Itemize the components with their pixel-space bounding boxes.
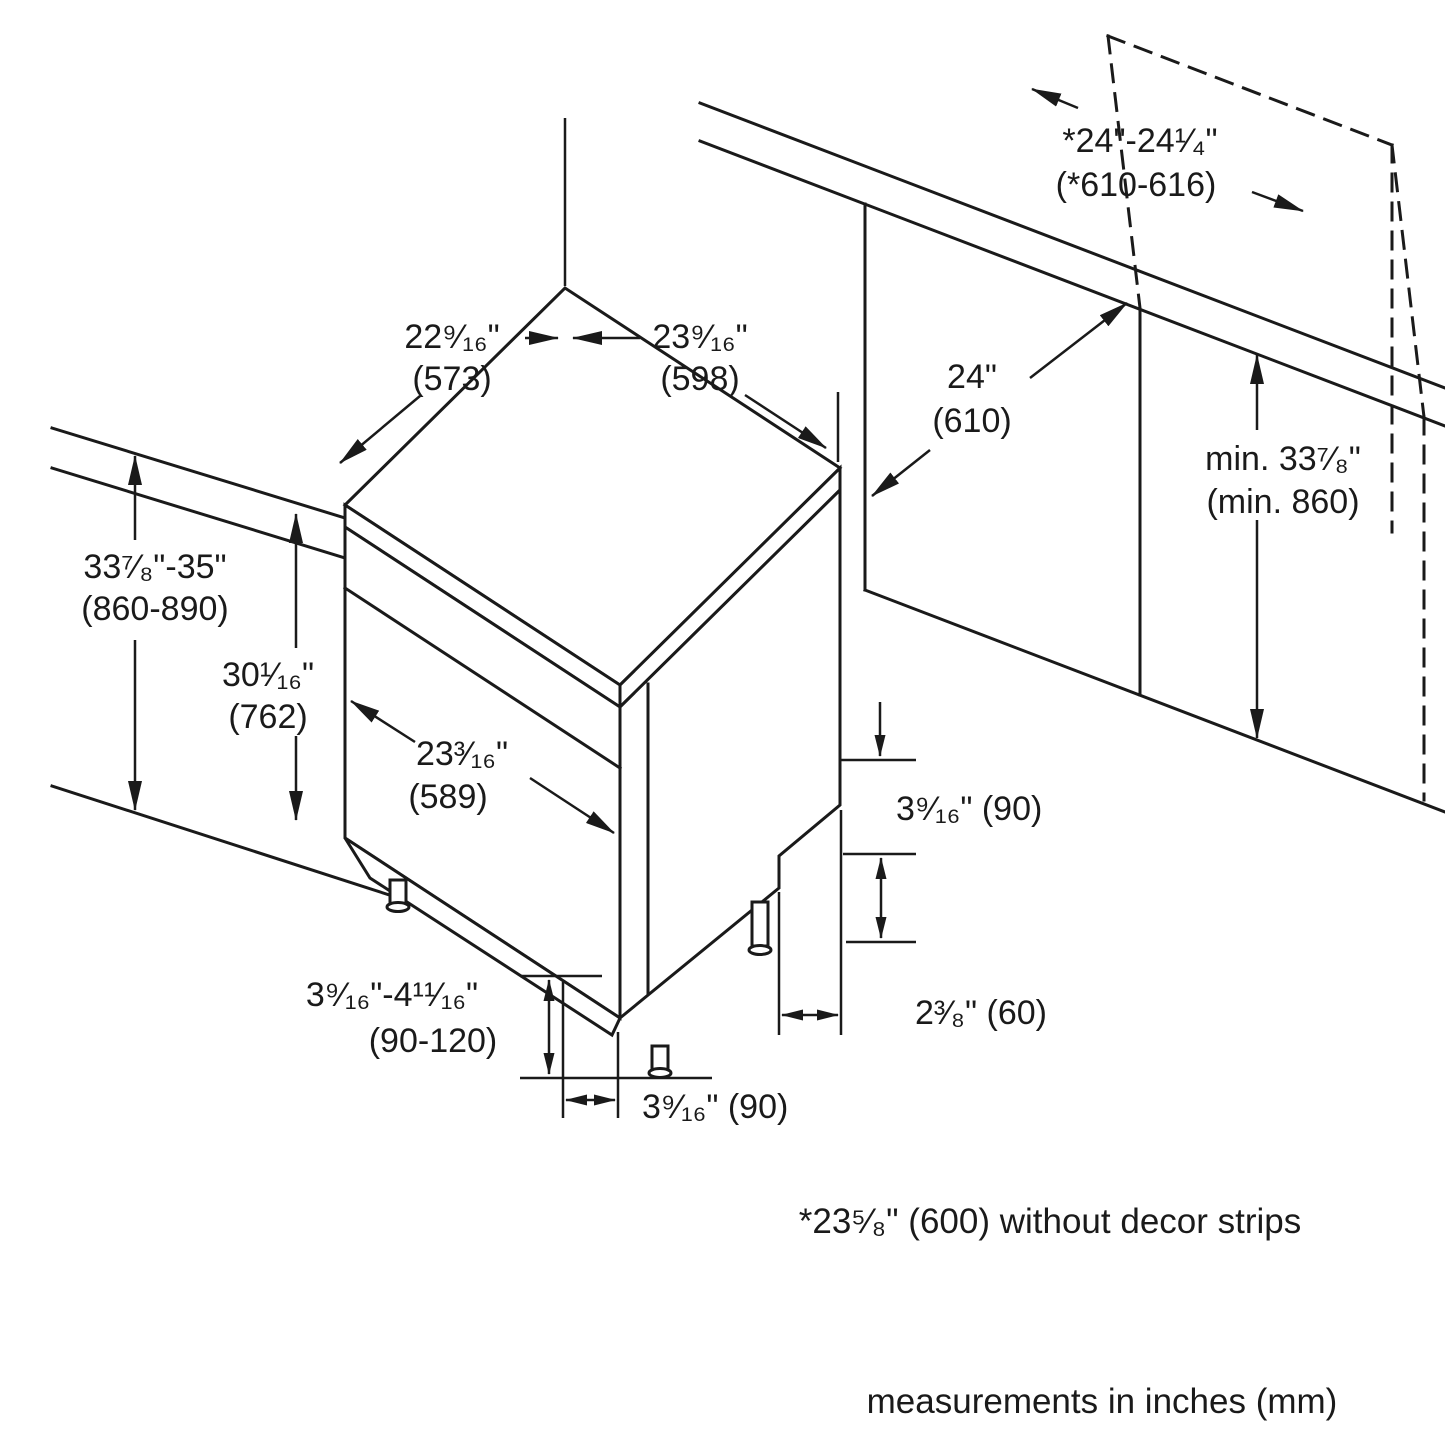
rear-foot (747, 900, 773, 956)
floor-line-left (50, 784, 410, 903)
note-units: measurements in inches (mm) (867, 1382, 1338, 1421)
front-right-foot (647, 1044, 673, 1079)
label-overall-height-mm: (860-890) (81, 590, 228, 628)
dimension-lines (128, 87, 1304, 1118)
label-rear-base-height: 3⁹⁄₁₆" (90) (896, 790, 1042, 828)
dimension-labels: 22⁹⁄₁₆" (573) 23⁹⁄₁₆" (598) *24"-24¹⁄₄" … (81, 122, 1361, 1126)
foot-stem (388, 878, 408, 906)
counter-top-edge-left (50, 426, 347, 520)
label-top-depth-in: 22⁹⁄₁₆" (404, 318, 499, 356)
note-decor-strips: *23⁵⁄₈" (600) without decor strips (799, 1202, 1302, 1241)
dim-door-width-arrow-downright (529, 776, 615, 835)
label-leg-height-in: 3⁹⁄₁₆"-4¹¹⁄₁₆" (306, 976, 478, 1014)
label-niche-height-mm: (min. 860) (1206, 483, 1359, 521)
countertop-and-floor (50, 101, 1445, 903)
foot-base (647, 1067, 673, 1079)
floor-line-right (863, 588, 1445, 814)
label-rear-base-recess: 2³⁄₈" (60) (915, 994, 1047, 1032)
counter-bottom-edge-left (50, 466, 347, 560)
label-niche-width-in: *24"-24¹⁄₄" (1062, 122, 1217, 160)
counter-bottom-edge-right (698, 139, 1445, 428)
dim-top-width-arrow-downright (744, 393, 827, 450)
niche-back-top-hidden-edge (1106, 34, 1394, 147)
dim-top-depth-arrow-downleft (339, 395, 421, 464)
dim-niche-depth-arrow-upright (1029, 302, 1128, 379)
dim-niche-width-arrow-downright (1251, 190, 1304, 213)
label-top-depth-mm: (573) (412, 360, 491, 398)
label-leg-height-mm: (90-120) (369, 1022, 498, 1060)
label-overall-height-in: 33⁷⁄₈"-35" (83, 548, 226, 586)
foot-base (385, 901, 411, 913)
label-niche-width-mm: (*610-616) (1056, 166, 1217, 204)
foot-base (747, 944, 773, 956)
label-front-foot-inset: 3⁹⁄₁₆" (90) (642, 1088, 788, 1126)
label-top-width-in: 23⁹⁄₁₆" (652, 318, 747, 356)
label-door-width-in: 23³⁄₁₆" (416, 735, 508, 773)
label-niche-height-in: min. 33⁷⁄₈" (1205, 440, 1361, 478)
front-left-foot (385, 878, 411, 913)
dim-niche-depth-arrow-downleft (871, 449, 931, 497)
label-niche-depth-mm: (610) (932, 402, 1011, 440)
control-panel-line (342, 585, 623, 771)
notes: *23⁵⁄₈" (600) without decor strips measu… (799, 1202, 1338, 1421)
foot-stem (650, 1044, 670, 1072)
cabinet-niche (863, 34, 1426, 802)
label-body-height-mm: (762) (228, 698, 307, 736)
label-body-height-in: 30¹⁄₁₆" (222, 656, 314, 694)
label-niche-depth-in: 24" (947, 358, 997, 396)
label-door-width-mm: (589) (408, 778, 487, 816)
dim-door-width-arrow-upleft (350, 699, 416, 744)
niche-top-right-hidden-edge (1390, 143, 1426, 419)
foot-stem (750, 900, 770, 948)
dishwasher (342, 286, 843, 1079)
counter-top-edge-right (698, 101, 1445, 390)
dim-niche-width-arrow-upleft (1031, 87, 1079, 110)
niche-back-left-hidden-edge (1106, 34, 1142, 310)
label-top-width-mm: (598) (660, 360, 739, 398)
